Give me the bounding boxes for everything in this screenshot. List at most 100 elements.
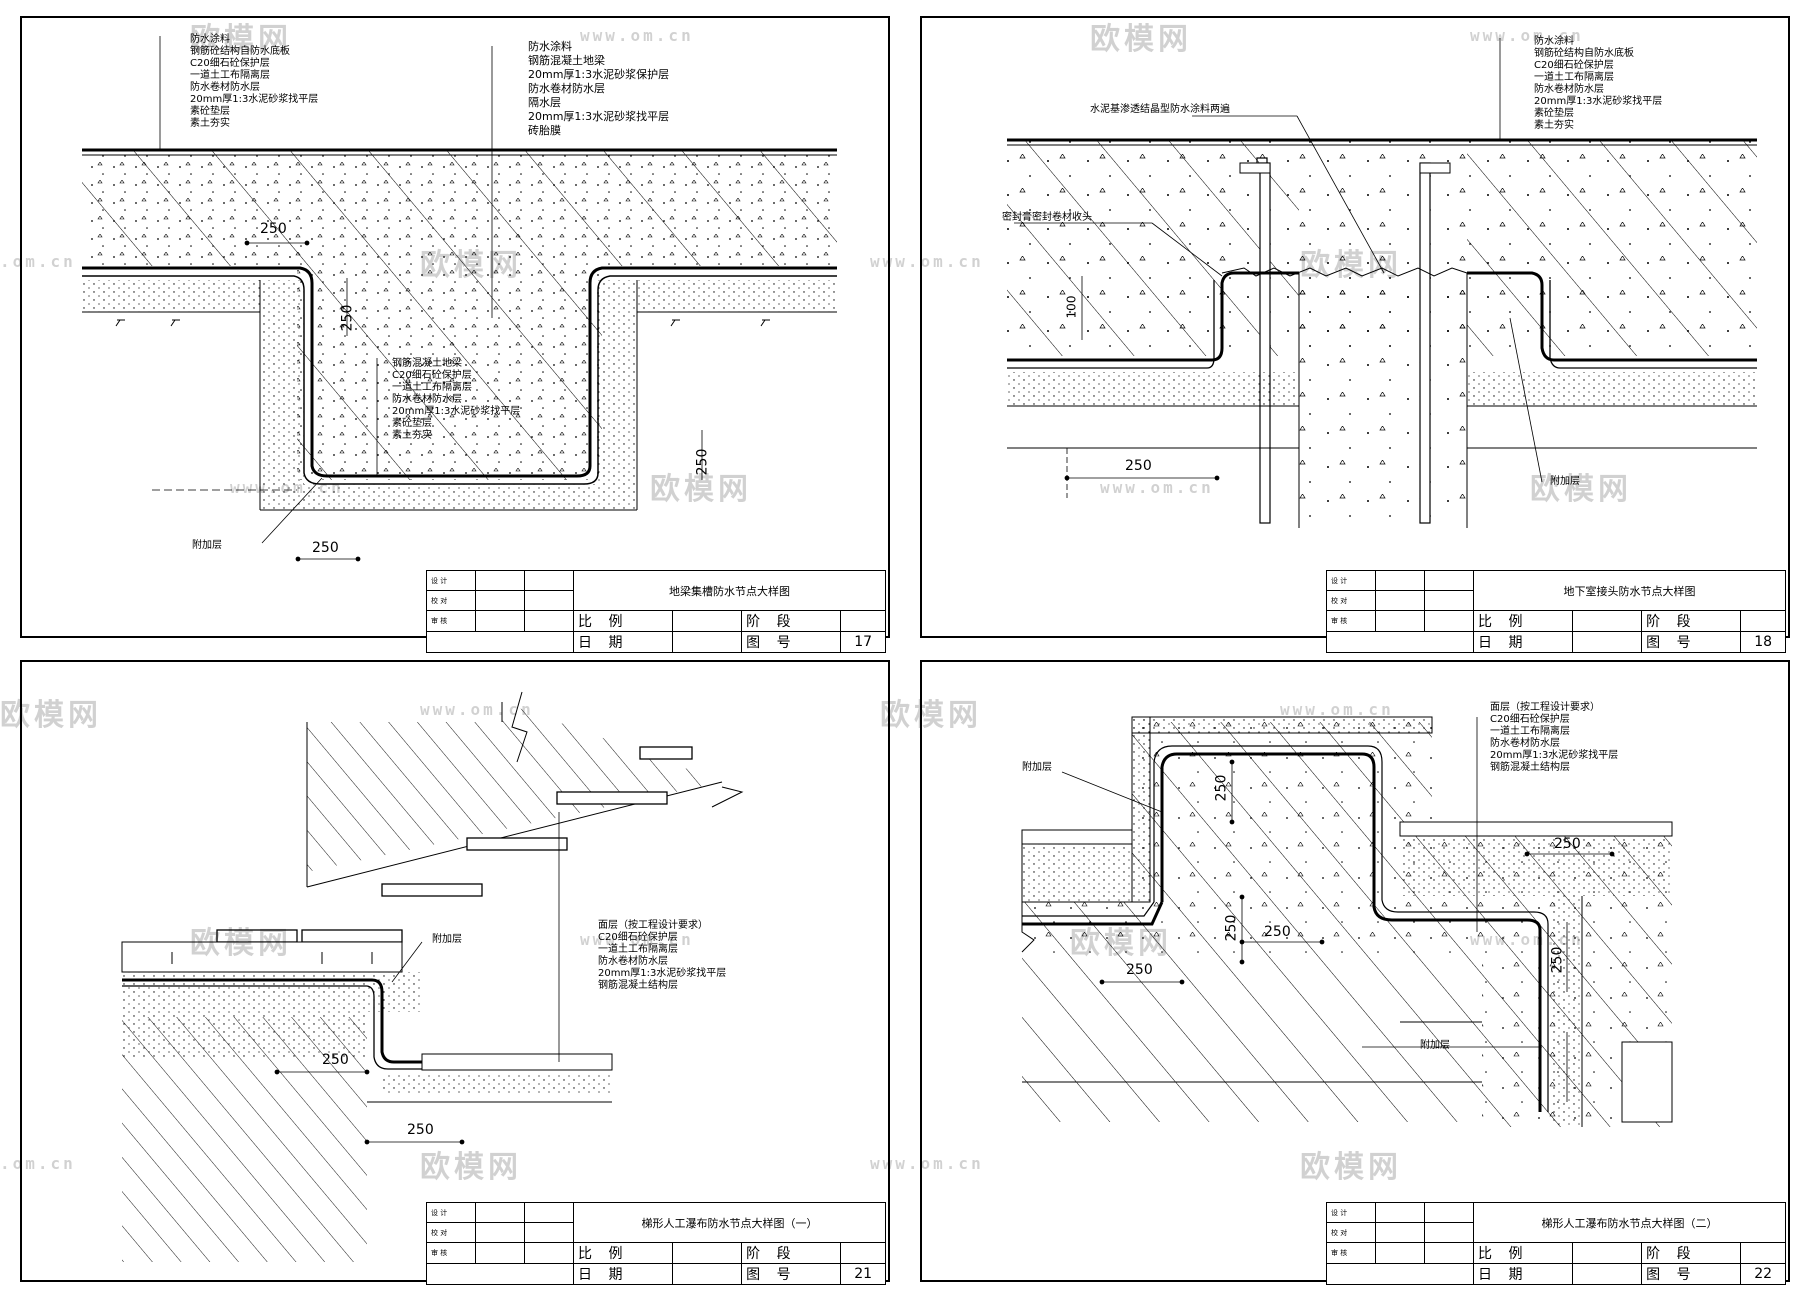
layer-label: 防水卷材防水层 (1534, 84, 1604, 95)
tb-label: 日 期 (1472, 1263, 1574, 1285)
tb-label: 日 期 (572, 631, 674, 653)
extra-layer-label-21: 附加层 (432, 934, 462, 945)
tb-label: 设 计 (426, 1202, 476, 1223)
sheet-18: 防水涂料 钢筋砼结构自防水底板 C20细石砼保护层 一道土工布隔离层 防水卷材防… (920, 16, 1790, 653)
sheet-number: 18 (1740, 631, 1786, 653)
sheet-title: 梯形人工瀑布防水节点大样图（二） (1473, 1202, 1786, 1243)
layer-label: 防水卷材防水层 (1490, 738, 1560, 749)
layer-label: 防水卷材防水层 (392, 394, 462, 405)
tb-label: 校 对 (1326, 590, 1376, 611)
layer-labels-17-left: 防水涂料 钢筋砼结构自防水底板 C20细石砼保护层 一道土工布隔离层 防水卷材防… (190, 34, 318, 130)
watermark-url: www.om.cn (870, 1154, 984, 1173)
dimension-label: 250 (1554, 836, 1581, 852)
layer-label: 钢筋混凝土地梁 (392, 358, 462, 369)
layer-label: 防水卷材防水层 (190, 82, 260, 93)
dimension-label: 250 (1264, 924, 1291, 940)
watermark-url: www.om.cn (1100, 478, 1214, 497)
watermark-logo: 欧模网 (420, 1150, 522, 1185)
layer-label: 素砼垫层 (190, 106, 230, 117)
layer-label: C20细石砼保护层 (190, 58, 270, 69)
watermark-url: www.om.cn (1280, 700, 1394, 719)
watermark-logo: 欧模网 (650, 472, 752, 507)
extra-layer-label-18: 附加层 (1550, 476, 1580, 487)
tb-label: 比 例 (1472, 610, 1574, 632)
detail-drawing-21 (121, 691, 744, 1262)
watermark-logo: 欧模网 (0, 698, 102, 733)
sheet-21: 面层（按工程设计要求） C20细石砼保护层 一道土工布隔离层 防水卷材防水层 2… (20, 660, 890, 1285)
dimension-label: 250 (260, 221, 287, 237)
sheet-22: 面层（按工程设计要求） C20细石砼保护层 一道土工布隔离层 防水卷材防水层 2… (920, 660, 1790, 1285)
layer-labels-22: 面层（按工程设计要求） C20细石砼保护层 一道土工布隔离层 防水卷材防水层 2… (1490, 702, 1618, 774)
tb-label: 审 核 (426, 1242, 476, 1264)
watermark-logo: 欧模网 (880, 698, 982, 733)
tb-label: 审 核 (1326, 610, 1376, 632)
watermark-logo: 欧模网 (190, 926, 292, 961)
layer-label: C20细石砼保护层 (392, 370, 472, 381)
layer-labels-17-right: 防水涂料 钢筋混凝土地梁 20mm厚1:3水泥砂浆保护层 防水卷材防水层 隔水层… (528, 40, 669, 138)
detail-drawing-22 (1021, 716, 1673, 1127)
layer-label: 20mm厚1:3水泥砂浆找平层 (1490, 750, 1619, 761)
dimension-label: 250 (322, 1052, 349, 1068)
dimension-label: 250 (1125, 458, 1152, 474)
tb-label: 日 期 (572, 1263, 674, 1285)
tb-label: 比 例 (572, 1242, 674, 1264)
tb-label: 阶 段 (1641, 610, 1742, 632)
sheet-number: 22 (1740, 1263, 1786, 1285)
layer-label: 素土夯实 (190, 118, 230, 129)
watermark-logo: 欧模网 (420, 248, 522, 283)
layer-labels-18-top: 防水涂料 钢筋砼结构自防水底板 C20细石砼保护层 一道土工布隔离层 防水卷材防… (1534, 36, 1662, 132)
watermark-url: www.om.cn (580, 930, 694, 949)
leader-label-coating: 水泥基渗透结晶型防水涂料两遍 (1090, 104, 1230, 115)
tb-label: 校 对 (1326, 1222, 1376, 1243)
layer-label: 素土夯实 (1534, 120, 1574, 131)
watermark-url: www.om.cn (1470, 26, 1584, 45)
dimension-label: 250 (1126, 962, 1153, 978)
watermark-url: www.om.cn (1470, 930, 1584, 949)
layer-label: 素砼垫层 (1534, 108, 1574, 119)
layer-label: 20mm厚1:3水泥砂浆找平层 (392, 406, 521, 417)
watermark-url: www.om.cn (870, 252, 984, 271)
sheet-title: 地下室接头防水节点大样图 (1473, 570, 1786, 611)
layer-label: 钢筋混凝土结构层 (1490, 762, 1570, 773)
layer-label: 20mm厚1:3水泥砂浆找平层 (1534, 96, 1663, 107)
layer-label: C20细石砼保护层 (598, 932, 678, 943)
dimension-label: 250 (407, 1122, 434, 1138)
layer-label: 一道土工布隔离层 (598, 944, 678, 955)
dimension-label: 100 (1064, 295, 1079, 319)
tb-label: 设 计 (1326, 1202, 1376, 1223)
layer-label: 防水涂料 (1534, 36, 1574, 47)
tb-label: 校 对 (426, 1222, 476, 1243)
watermark-logo: 欧模网 (190, 22, 292, 57)
sheet-number: 17 (840, 631, 886, 653)
title-block-21: 设 计梯形人工瀑布防水节点大样图（一） 校 对 审 核比 例阶 段 日 期图 号… (426, 1202, 886, 1285)
layer-label: 一道土工布隔离层 (190, 70, 270, 81)
layer-label: 素砼垫层 (392, 418, 432, 429)
detail-drawing-17 (82, 36, 837, 562)
layer-label: 防水涂料 (528, 40, 572, 53)
layer-label: 防水卷材防水层 (528, 82, 605, 95)
tb-label: 图 号 (741, 1263, 842, 1285)
title-block-22: 设 计梯形人工瀑布防水节点大样图（二） 校 对 审 核比 例阶 段 日 期图 号… (1326, 1202, 1786, 1285)
tb-label: 设 计 (1326, 570, 1376, 591)
tb-label: 阶 段 (741, 1242, 842, 1264)
watermark-logo: 欧模网 (1530, 472, 1632, 507)
sheet-number: 21 (840, 1263, 886, 1285)
tb-label: 阶 段 (741, 610, 842, 632)
layer-label: 钢筋砼结构自防水底板 (190, 46, 290, 57)
layer-label: 20mm厚1:3水泥砂浆保护层 (528, 68, 670, 81)
layer-label: 钢筋混凝土地梁 (528, 54, 605, 67)
dimension-label: 250 (339, 304, 356, 332)
tb-label: 阶 段 (1641, 1242, 1742, 1264)
tb-label: 图 号 (1641, 631, 1742, 653)
layer-label: 钢筋混凝土结构层 (598, 980, 678, 991)
tb-label: 设 计 (426, 570, 476, 591)
extra-layer-label-22a: 附加层 (1022, 762, 1052, 773)
leader-label-sealant: 密封膏密封卷材收头 (1002, 212, 1092, 223)
extra-layer-label-17: 附加层 (192, 540, 222, 551)
tb-label: 比 例 (1472, 1242, 1574, 1264)
watermark-logo: 欧模网 (1070, 926, 1172, 961)
tb-label: 图 号 (741, 631, 842, 653)
layer-label: 隔水层 (528, 96, 561, 109)
layer-label: 钢筋砼结构自防水底板 (1534, 48, 1634, 59)
